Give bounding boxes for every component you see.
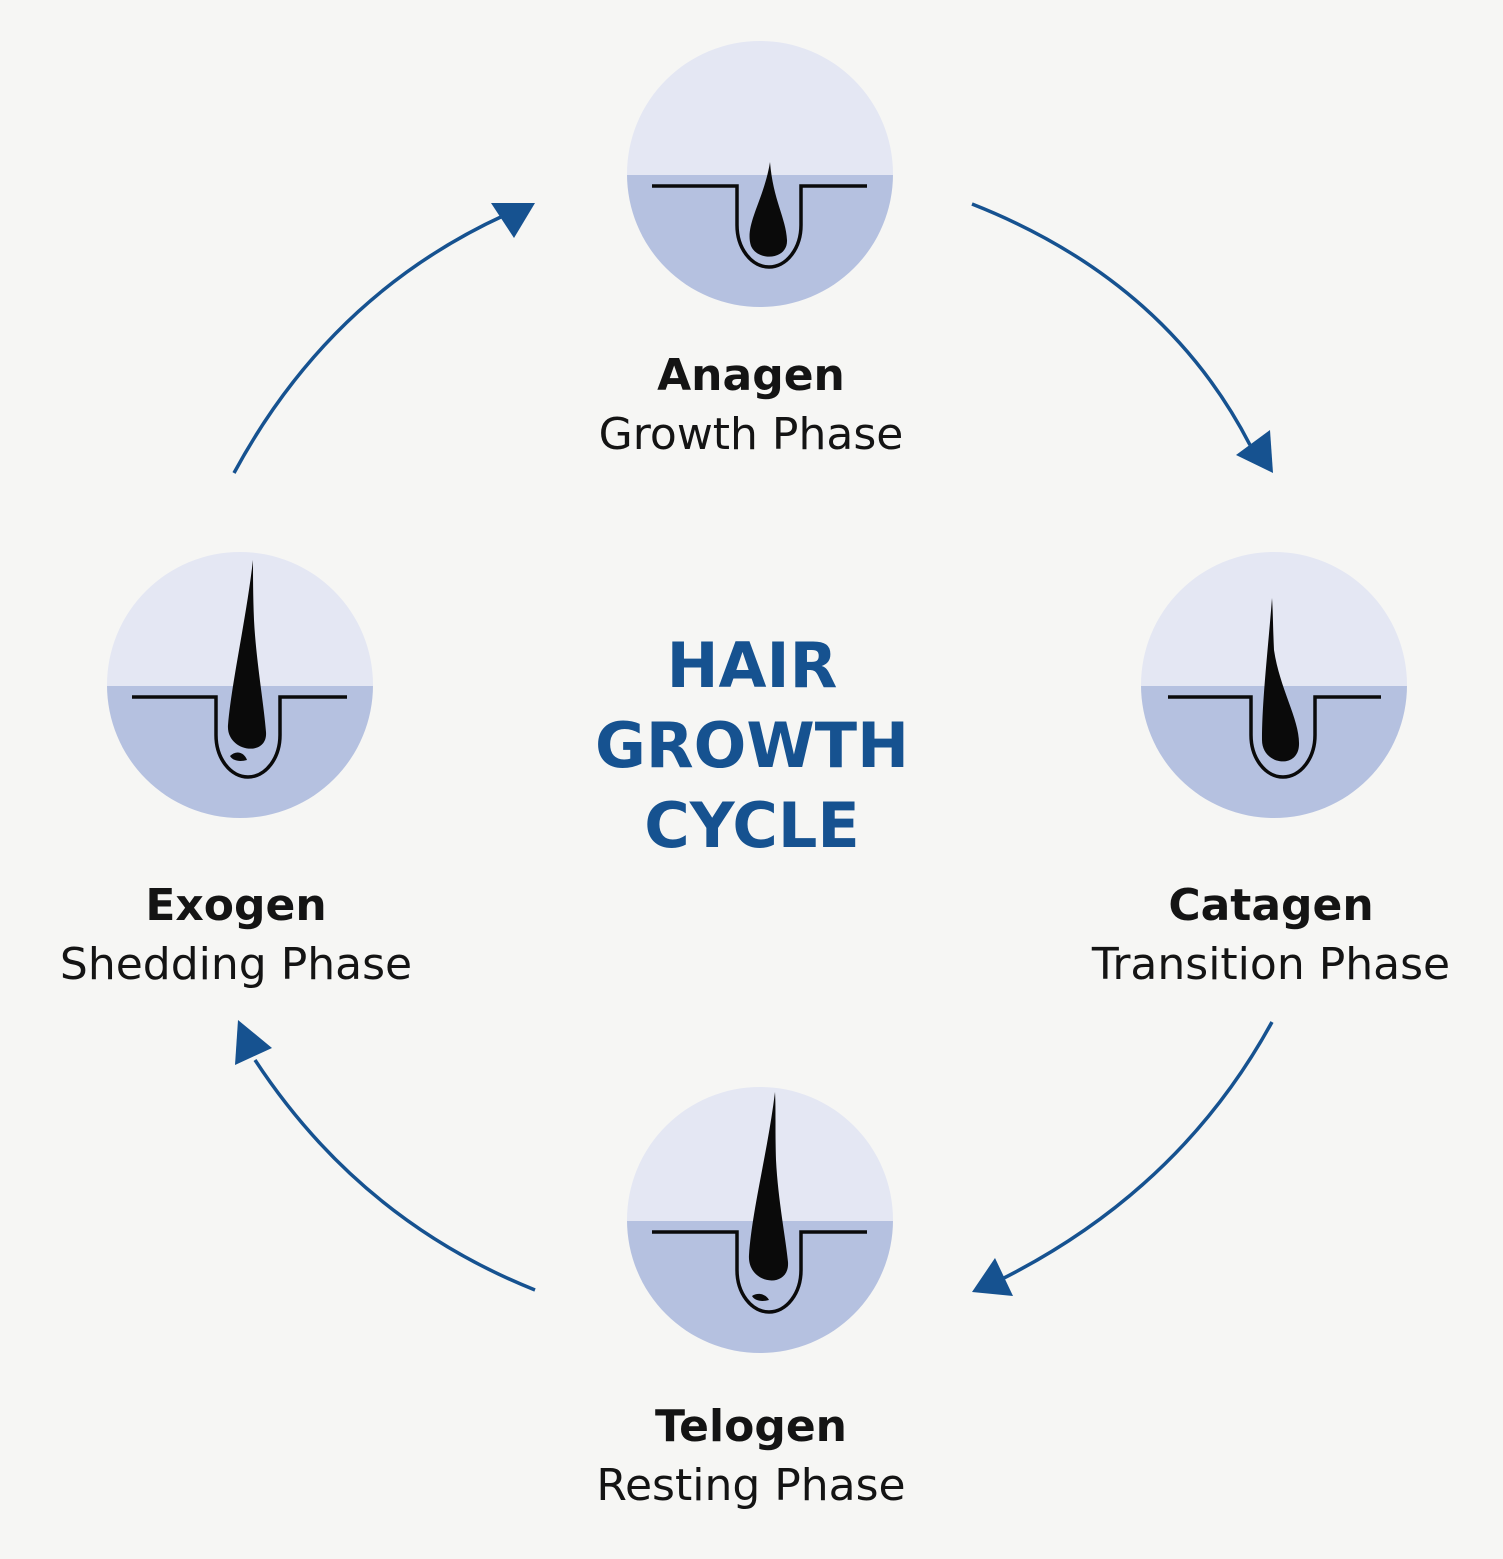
hair-follicle-icon	[627, 41, 893, 307]
arrowhead-to-catagen	[1236, 430, 1273, 473]
phase-name: Anagen	[657, 350, 845, 401]
phase-description: Shedding Phase	[59, 939, 413, 990]
hair-follicle-icon	[627, 1087, 893, 1353]
arrow-exogen-to-anagen	[232, 213, 506, 474]
arrowhead-to-exogen	[235, 1020, 272, 1065]
phase-name: Telogen	[655, 1401, 847, 1452]
arrowheads	[235, 203, 1273, 1296]
phase-description: Growth Phase	[598, 409, 904, 460]
arrowhead-to-anagen	[491, 203, 535, 238]
phase-label-telogen: Telogen Resting Phase	[596, 1397, 905, 1515]
title-line: HAIR	[666, 629, 838, 702]
arrow-catagen-to-telogen	[999, 1021, 1274, 1282]
cycle-arrows	[232, 202, 1274, 1292]
phase-description: Transition Phase	[1091, 939, 1451, 990]
arrowhead-to-telogen	[972, 1258, 1013, 1296]
arrow-anagen-to-catagen	[971, 202, 1252, 446]
hair-follicle-icon	[1141, 552, 1407, 818]
phase-label-anagen: Anagen Growth Phase	[599, 346, 904, 464]
arrow-telogen-to-exogen	[253, 1059, 536, 1292]
hair-follicle-icon	[107, 552, 373, 818]
title-line: CYCLE	[644, 789, 860, 862]
title-line: GROWTH	[595, 709, 909, 782]
phase-label-exogen: Exogen Shedding Phase	[60, 876, 412, 994]
phase-label-catagen: Catagen Transition Phase	[1092, 876, 1450, 994]
phase-name: Exogen	[145, 880, 327, 931]
diagram-title: HAIR GROWTH CYCLE	[595, 626, 909, 866]
phase-name: Catagen	[1168, 880, 1374, 931]
phase-description: Resting Phase	[596, 1460, 906, 1511]
